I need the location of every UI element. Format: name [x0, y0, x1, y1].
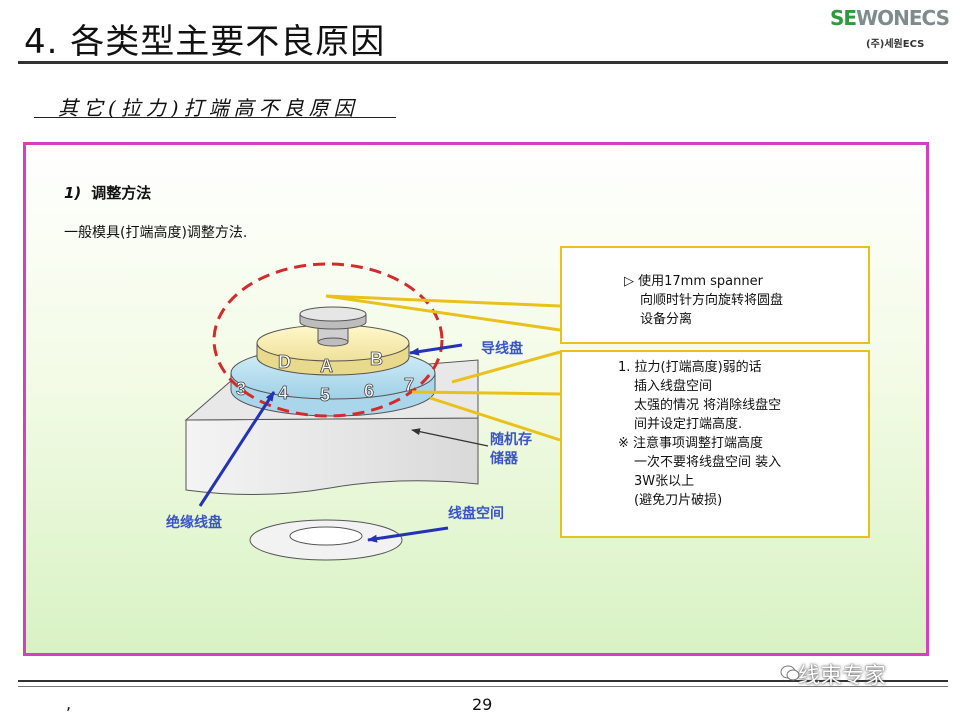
label-guide-disc: 导线盘 — [481, 341, 523, 357]
method-description: 一般模具(打端高度)调整方法. — [64, 225, 248, 241]
heading-number: 1) — [64, 184, 82, 202]
arrow-disc-space — [367, 526, 449, 543]
subtitle-underline — [34, 117, 396, 118]
logo-wordmark: SEWONECS — [830, 6, 950, 30]
watermark-text: 线束专家 — [798, 664, 887, 689]
label-random-storage-line2: 储器 — [490, 451, 518, 467]
callout-lines — [325, 294, 561, 442]
guide-disc — [256, 324, 410, 376]
callout2-line: 间并设定打端高度. — [634, 417, 743, 432]
company-logo: SEWONECS (주)세원ECS — [830, 6, 950, 58]
callout1-line: 设备分离 — [640, 312, 693, 327]
heading-text: 调整方法 — [91, 184, 152, 202]
disc-number-4: 4 — [278, 383, 288, 403]
page-title: 4. 各类型主要不良原因 — [24, 22, 386, 62]
disc-number-7: 7 — [404, 375, 414, 395]
callout-box-adjust: 1. 拉力(打端高度)弱的话 插入线盘空间 太强的情况 将消除线盘空 间并设定打… — [560, 350, 870, 538]
footer-line-thin — [18, 686, 948, 687]
disc-number-5: 5 — [320, 385, 330, 405]
callout2-line: 插入线盘空间 — [634, 379, 713, 394]
label-insulation-disc: 绝缘线盘 — [166, 515, 222, 531]
arrow-guide-disc — [409, 343, 463, 356]
disc-letter-a: A — [320, 356, 333, 376]
callout2-line: (避免刀片破损) — [634, 493, 723, 508]
logo-se: SE — [830, 6, 857, 30]
disc-space-washer — [249, 519, 403, 561]
wechat-icon — [780, 665, 800, 681]
callout2-line: 3W张以上 — [634, 474, 695, 489]
highlight-dashed-circle — [212, 262, 444, 418]
arrow-insulation-disc — [198, 391, 276, 507]
disc-number-3: 3 — [236, 379, 246, 399]
callout1-line: 向顺时针方向旋转将圆盘 — [640, 293, 784, 308]
callout2-line: 太强的情况 将消除线盘空 — [634, 398, 782, 413]
callout1-line: ▷ 使用17mm spanner — [624, 274, 763, 289]
title-underline — [18, 61, 948, 64]
logo-subtext: (주)세원ECS — [866, 39, 925, 50]
method-heading: 1) 调整方法 — [64, 182, 151, 203]
callout2-line: ※ 注意事项调整打端高度 — [618, 436, 764, 451]
label-random-storage-line1: 随机存 — [490, 432, 532, 448]
callout2-line: 1. 拉力(打端高度)弱的话 — [618, 360, 762, 375]
section-subtitle: 其它(拉力)打端高不良原因 — [58, 96, 359, 120]
page-number: 29 — [472, 695, 493, 714]
label-random-storage: 随机存 储器 — [490, 431, 532, 469]
disc-letter-d: D — [278, 352, 291, 372]
callout-box-spanner: ▷ 使用17mm spanner 向顺时针方向旋转将圆盘 设备分离 — [560, 246, 870, 344]
callout2-line: 一次不要将线盘空间 装入 — [634, 455, 782, 470]
footer-mark: , — [66, 694, 72, 713]
arrow-random-storage — [411, 428, 489, 447]
disc-number-6: 6 — [364, 381, 374, 401]
disc-letter-b: B — [370, 349, 383, 369]
label-disc-space: 线盘空间 — [448, 506, 504, 522]
logo-wonecs: WONECS — [856, 6, 950, 30]
shaft-knob — [299, 306, 367, 347]
footer-line — [18, 680, 948, 682]
